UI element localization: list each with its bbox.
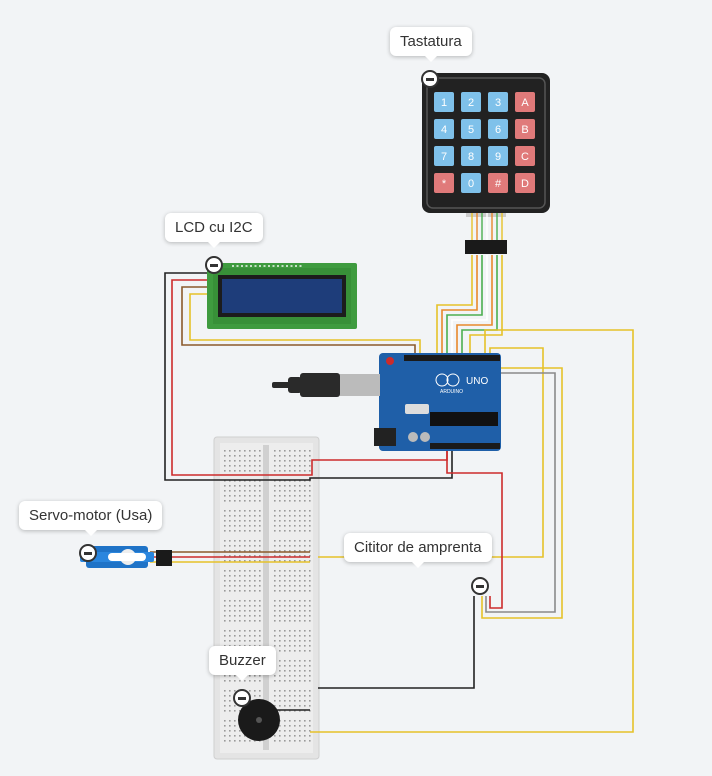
- wire-buzzer-signal: [310, 329, 634, 733]
- keypad-key[interactable]: [488, 92, 508, 112]
- keypad-key-label: 1: [441, 97, 447, 109]
- buzzer-collapse-icon[interactable]: [233, 689, 251, 707]
- keypad-key-label: 2: [468, 97, 474, 109]
- usb-cable: [272, 373, 380, 397]
- keypad-key-label: 6: [495, 124, 501, 136]
- keypad-key[interactable]: [461, 146, 481, 166]
- keypad-key-label: 8: [468, 151, 474, 163]
- keypad-label: Tastatura: [390, 27, 472, 62]
- wire-lcd-scl: [189, 293, 421, 360]
- keypad-connector: [465, 240, 507, 254]
- servo-label: Servo-motor (Usa): [19, 501, 163, 536]
- keypad-key-label: D: [521, 178, 529, 190]
- lcd-collapse-icon[interactable]: [205, 256, 223, 274]
- keypad-key-label: 3: [495, 97, 501, 109]
- keypad-key[interactable]: [434, 173, 454, 193]
- keypad-key-label: 7: [441, 151, 447, 163]
- wire-fp-black: [318, 596, 475, 689]
- keypad-key[interactable]: [515, 92, 535, 112]
- wire-fp-yellow2: [481, 367, 563, 619]
- keypad-collapse-icon[interactable]: [421, 70, 439, 88]
- fingerprint-label-text: Cititor de amprenta: [354, 539, 482, 556]
- keypad-key-label: #: [495, 178, 502, 190]
- wire-keypad-2: [441, 255, 478, 355]
- keypad-key[interactable]: [515, 119, 535, 139]
- wire-fp-red: [446, 450, 503, 609]
- wire-keypad-5: [456, 255, 493, 355]
- keypad-key[interactable]: [461, 173, 481, 193]
- servo-collapse-icon[interactable]: [79, 544, 97, 562]
- keypad-key[interactable]: [434, 119, 454, 139]
- wire-keypad-7: [469, 255, 503, 355]
- lcd-label: LCD cu I2C: [165, 213, 263, 248]
- keypad-key-label: C: [521, 151, 529, 163]
- keypad[interactable]: 1 2 3 A 4 5 6 B 7 8 9 C * 0 # D: [422, 73, 550, 254]
- keypad-key-label: 0: [468, 178, 474, 190]
- lcd-display[interactable]: [207, 263, 357, 329]
- wire-lcd-sda: [181, 286, 416, 360]
- fingerprint-label: Cititor de amprenta: [344, 533, 492, 568]
- arduino-model: UNO: [466, 376, 488, 387]
- fingerprint-collapse-icon[interactable]: [471, 577, 489, 595]
- arduino-uno[interactable]: UNO ARDUINO: [374, 353, 501, 451]
- buzzer-label-text: Buzzer: [219, 652, 266, 669]
- keypad-key[interactable]: [434, 92, 454, 112]
- keypad-key[interactable]: [461, 119, 481, 139]
- wire-fp-gray: [485, 372, 556, 613]
- keypad-key[interactable]: [515, 146, 535, 166]
- keypad-key-label: 9: [495, 151, 501, 163]
- keypad-key[interactable]: [461, 92, 481, 112]
- wire-keypad-1: [436, 255, 473, 355]
- buzzer[interactable]: [238, 699, 280, 741]
- servo-label-text: Servo-motor (Usa): [29, 507, 153, 524]
- keypad-key-label: 5: [468, 124, 474, 136]
- keypad-key-label: B: [521, 124, 528, 136]
- wire-lcd-gnd: [164, 272, 453, 481]
- lcd-label-text: LCD cu I2C: [175, 219, 253, 236]
- arduino-brand: ARDUINO: [440, 389, 463, 395]
- servo-motor[interactable]: [80, 546, 172, 568]
- buzzer-label: Buzzer: [209, 646, 276, 681]
- wire-keypad-6: [461, 255, 498, 355]
- keypad-key[interactable]: [488, 119, 508, 139]
- keypad-key-label: *: [442, 178, 447, 190]
- keypad-key[interactable]: [488, 146, 508, 166]
- keypad-label-text: Tastatura: [400, 33, 462, 50]
- wires: [150, 255, 634, 733]
- keypad-key-label: 4: [441, 124, 447, 136]
- keypad-key[interactable]: [515, 173, 535, 193]
- wire-keypad-4: [451, 255, 488, 355]
- keypad-key[interactable]: [488, 173, 508, 193]
- keypad-key[interactable]: [434, 146, 454, 166]
- wire-keypad-3: [446, 255, 483, 355]
- keypad-key-label: A: [521, 97, 529, 109]
